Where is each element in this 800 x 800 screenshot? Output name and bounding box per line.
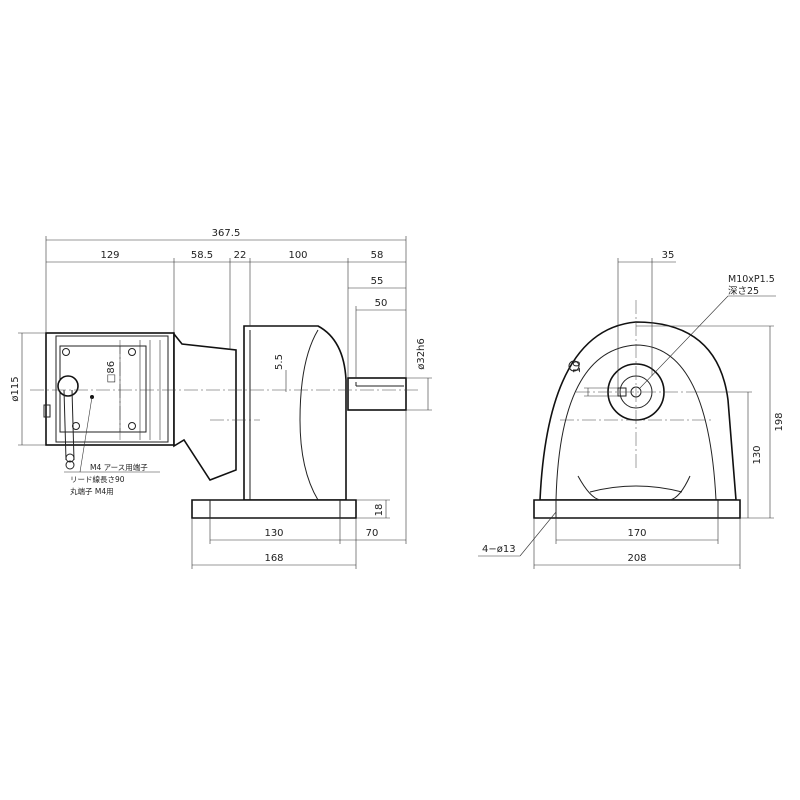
foot-ribs <box>577 475 691 501</box>
foot-base <box>191 499 357 519</box>
dim-shaft-height: 130 <box>752 445 763 464</box>
side-view: 367.5 129 58.5 22 100 58 55 50 ø115 □86 … <box>10 228 432 569</box>
screw-icon <box>128 348 136 356</box>
dim-motor-length: 129 <box>100 250 119 261</box>
lifting-hole <box>568 360 580 372</box>
dim-foot-hole-pitch: 130 <box>264 528 283 539</box>
dim-shaft-diameter: ø32h6 <box>416 338 427 370</box>
gear-housing <box>243 325 347 501</box>
screw-icon <box>128 422 136 430</box>
dim-tap-spec: M10xP1.5 <box>728 274 775 285</box>
dim-foot-height: 18 <box>374 504 385 517</box>
note-lead-length: リード線長さ90 <box>70 474 125 484</box>
flange-adaptor <box>173 331 237 481</box>
screw-icon <box>62 348 70 356</box>
dim-flange-length: 58.5 <box>191 250 213 261</box>
housing-curve <box>299 329 319 501</box>
front-foot-base <box>533 499 741 519</box>
note-ring-terminal: 丸端子 M4用 <box>70 486 114 496</box>
ring-terminal-icon <box>65 453 75 463</box>
dim-key-to-center: 35 <box>662 250 675 261</box>
dim-neck-length: 22 <box>234 250 247 261</box>
dim-gear-length: 100 <box>288 250 307 261</box>
dim-overall-height: 198 <box>774 412 785 431</box>
motor-inner-outline <box>55 335 169 443</box>
dim-shaft-mid: 55 <box>371 276 384 287</box>
dim-key-width: 10 <box>572 361 583 374</box>
dim-shaft-total: 58 <box>371 250 384 261</box>
dim-front-foot-pitch: 170 <box>627 528 646 539</box>
dim-motor-diameter: ø115 <box>10 376 21 401</box>
dim-key-offset: 5.5 <box>274 354 285 370</box>
dim-overall-length: 367.5 <box>212 228 241 239</box>
dim-foot-length: 168 <box>264 553 283 564</box>
note-earth-terminal: M4 アース用端子 <box>90 462 148 472</box>
dim-hole-spec: 4−ø13 <box>482 544 516 555</box>
cable-gland <box>57 375 79 397</box>
ring-terminal-icon <box>65 460 75 470</box>
side-plug <box>43 404 51 418</box>
front-view: 35 M10xP1.5 深さ25 10 198 130 170 4−ø13 20… <box>478 250 785 569</box>
base-arch <box>589 485 683 493</box>
dim-terminal-box: □86 <box>106 361 117 383</box>
screw-icon <box>72 422 80 430</box>
dim-key-length: 50 <box>375 298 388 309</box>
output-shaft <box>347 377 407 411</box>
lead-wire <box>63 389 75 461</box>
dim-tap-depth: 深さ25 <box>728 286 759 297</box>
dim-foot-overhang: 70 <box>366 528 379 539</box>
dim-foot-width: 208 <box>627 553 646 564</box>
